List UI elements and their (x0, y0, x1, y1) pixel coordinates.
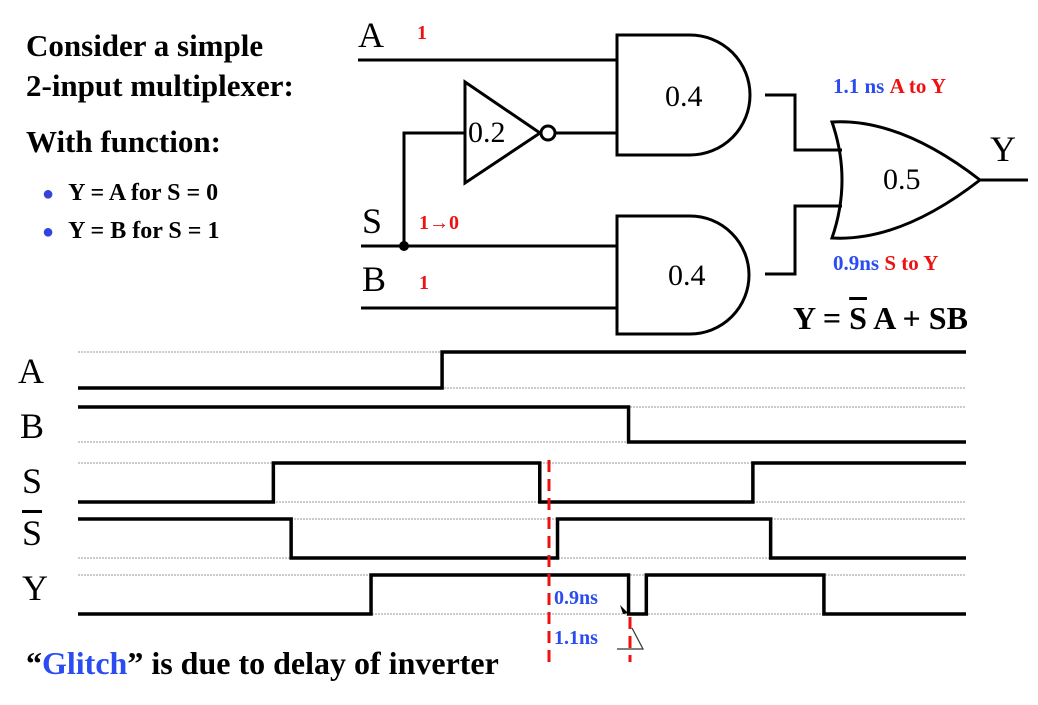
quote-close: ” (127, 645, 144, 681)
path-a-path: A to Y (889, 74, 946, 98)
path-s-time: 0.9ns (833, 251, 880, 275)
junction-dot (399, 241, 409, 251)
glitch-explanation: is due to delay of inverter (143, 645, 499, 681)
wire-and2-or (765, 204, 842, 276)
path-s-path: S to Y (884, 251, 939, 275)
waveform-b (78, 405, 966, 444)
delay-long-label: 1.1ns (554, 627, 598, 649)
inverter-delay: 0.2 (468, 116, 506, 149)
equation-rest: A + SB (866, 300, 968, 336)
bullet-text: Y = B for S = 1 (68, 218, 220, 244)
arrow-cursor-icon (620, 605, 628, 614)
glitch-word: Glitch (42, 645, 128, 681)
intro-line-2: 2-input multiplexer: (26, 68, 294, 103)
input-a-label: A (358, 15, 384, 55)
timing-label-s: S (22, 461, 43, 501)
and-bottom-delay: 0.4 (668, 259, 706, 292)
or-delay: 0.5 (883, 163, 921, 196)
equation-lhs: Y = (793, 300, 850, 336)
equation-s-bar: S (849, 300, 867, 336)
bullet-item: ● Y = B for S = 1 (42, 218, 219, 245)
waveform-s (78, 461, 966, 504)
mux-equation: Y = S A + SB (793, 300, 968, 337)
path-s-annotation: 0.9ns S to Y (833, 251, 938, 276)
timing-label-s-bar: S (22, 513, 43, 553)
wire-s-branch (402, 131, 465, 246)
path-a-annotation: 1.1 ns A to Y (833, 74, 946, 99)
timing-label-a: A (18, 351, 44, 391)
input-a-value: 1 (417, 22, 427, 44)
output-y-label: Y (990, 129, 1016, 169)
input-b-label: B (362, 259, 387, 299)
wire-and1-or (765, 93, 842, 152)
input-s-label: S (362, 201, 383, 241)
input-s-value: 1→0 (419, 212, 459, 234)
bullet-item: ● Y = A for S = 0 (42, 180, 218, 207)
timing-label-b: B (20, 406, 45, 446)
waveform-a (78, 350, 966, 390)
quote-open: “ (26, 645, 42, 681)
delay-short-label: 0.9ns (554, 587, 598, 609)
waveform-y (78, 573, 966, 616)
timing-label-y: Y (22, 568, 48, 608)
inverter-bubble (539, 124, 557, 142)
path-a-time: 1.1 ns (833, 74, 885, 98)
bullet-text: Y = A for S = 0 (68, 180, 219, 206)
and-gate-top (615, 33, 752, 157)
waveform-s-bar (78, 517, 966, 560)
bullet-icon: ● (42, 183, 55, 205)
measurement-bracket (617, 627, 644, 650)
glitch-note: “Glitch” is due to delay of inverter (26, 645, 499, 682)
bullet-icon: ● (42, 221, 55, 243)
and-top-delay: 0.4 (665, 80, 703, 113)
or-gate (829, 120, 983, 240)
intro-line-1: Consider a simple (26, 28, 264, 63)
intro-line-3: With function: (26, 124, 221, 159)
input-b-value: 1 (419, 272, 429, 294)
and-gate-bottom (615, 214, 751, 336)
